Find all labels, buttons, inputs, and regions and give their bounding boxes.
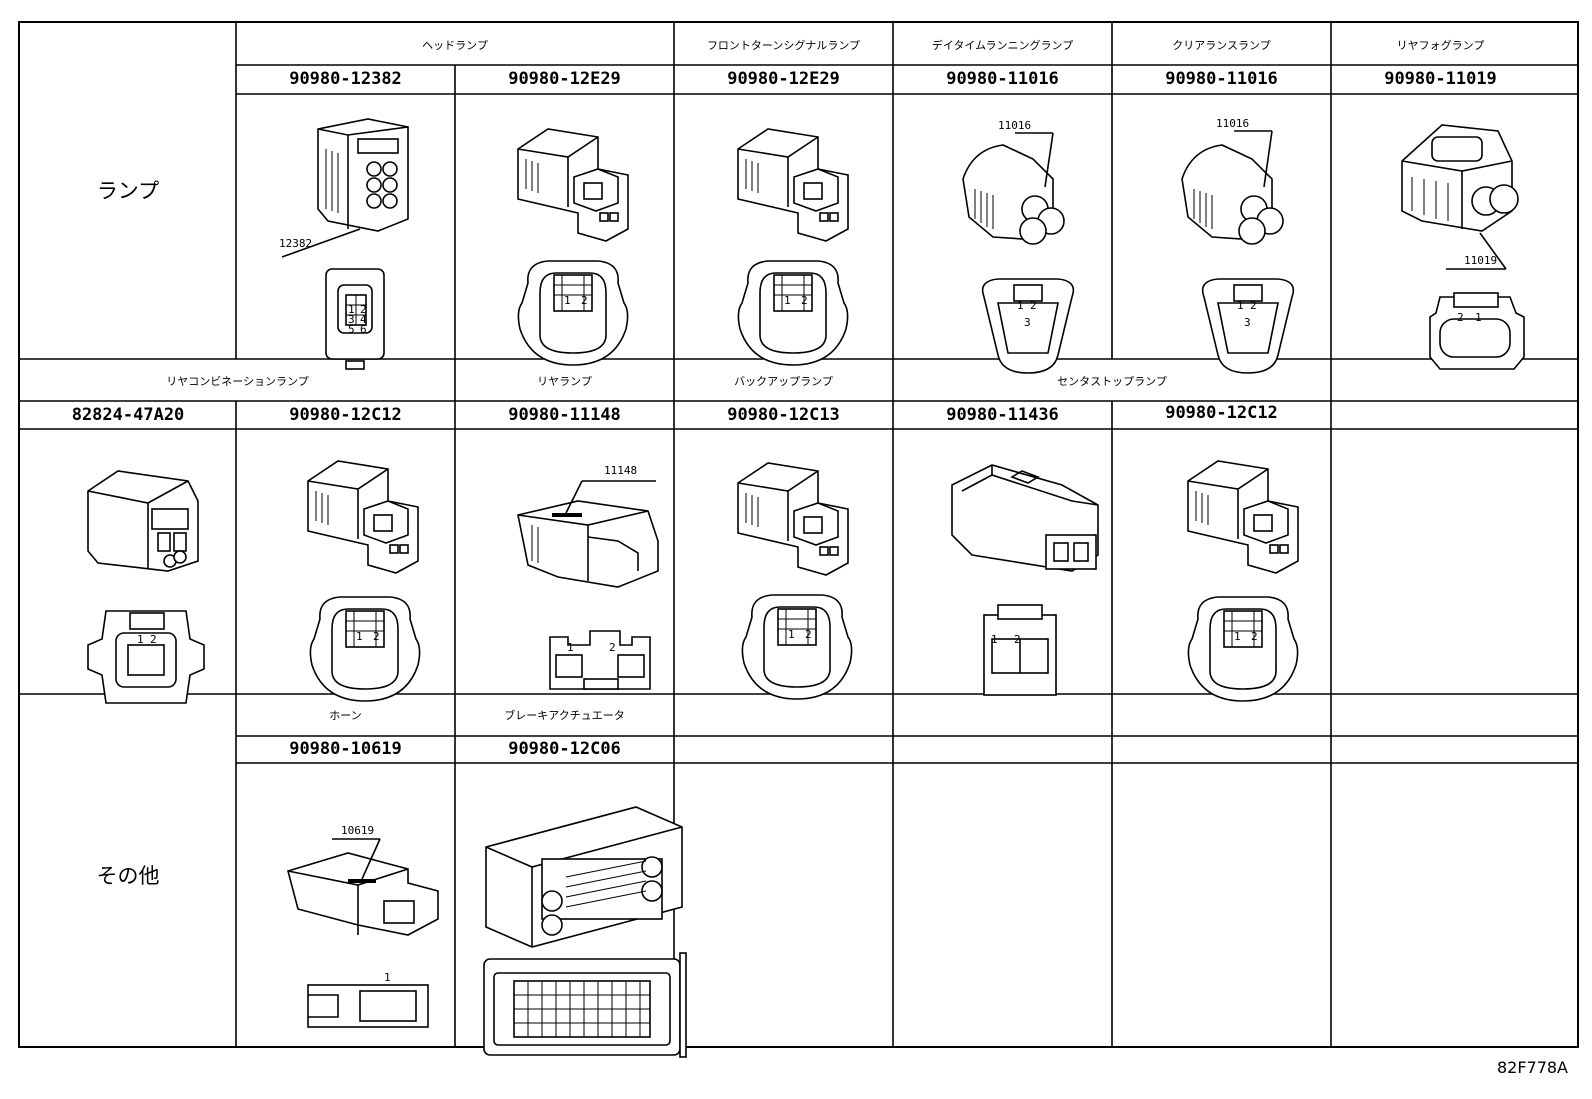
pin-label: 4: [360, 313, 367, 326]
callout-label: 11019: [1464, 254, 1497, 267]
callout-label: 10619: [341, 824, 374, 837]
category-clearance: クリアランスランプ: [1172, 39, 1271, 52]
category-rear-fog: リヤフォグランプ: [1396, 39, 1485, 52]
pin-label: 1: [1475, 311, 1482, 324]
connector-face-12E29: [517, 260, 629, 366]
connector-drawing-11016: [1181, 130, 1284, 245]
part-number: 90980-11019: [1384, 69, 1497, 89]
connector-face-12382: [325, 268, 385, 370]
part-number: 90980-10619: [289, 739, 402, 759]
part-number: 90980-11016: [1165, 69, 1278, 89]
category-backup-lamp: バックアップランプ: [734, 375, 833, 388]
category-daytime-running: デイタイムランニングランプ: [931, 39, 1074, 52]
connector-drawing-12C12: [1187, 460, 1299, 574]
callout-label: 11148: [604, 464, 637, 477]
pin-label: 1: [564, 294, 571, 307]
part-number: 90980-11436: [946, 405, 1059, 425]
connector-face-12E29: [737, 260, 849, 366]
pin-label: 1: [991, 633, 998, 646]
connector-face-11148: [549, 630, 651, 690]
pin-label: 1: [1017, 299, 1024, 312]
connector-face-12C13: [741, 594, 853, 700]
connector-drawing-82824-47A20: [87, 470, 199, 572]
connector-face-10619: [307, 984, 429, 1028]
pin-label: 6: [360, 323, 367, 336]
pin-label: 3: [348, 313, 355, 326]
pin-label: 3: [1024, 316, 1031, 329]
pin-label: 2: [581, 294, 588, 307]
connector-face-11016: [1201, 278, 1295, 374]
part-number: 90980-12E29: [727, 69, 840, 89]
callout-label: 12382: [279, 237, 312, 250]
connector-drawing-12382: [281, 118, 409, 258]
pin-label: 2: [801, 294, 808, 307]
row-label-other: その他: [96, 864, 160, 888]
part-number: 90980-11016: [946, 69, 1059, 89]
connector-drawing-12C12: [307, 460, 419, 574]
connector-drawing-12E29: [517, 128, 629, 242]
connector-drawing-11019: [1401, 124, 1519, 270]
part-number: 90980-12C12: [1165, 403, 1278, 423]
part-number: 90980-12C13: [727, 405, 840, 425]
pin-label: 1: [356, 630, 363, 643]
pin-label: 3: [1244, 316, 1251, 329]
pin-label: 1: [784, 294, 791, 307]
pin-label: 1: [567, 641, 574, 654]
pin-label: 2: [1030, 299, 1037, 312]
part-number: 90980-12C06: [508, 739, 621, 759]
pin-label: 2: [360, 303, 367, 316]
part-number: 90980-11148: [508, 405, 621, 425]
connector-face-12C12: [309, 596, 421, 702]
category-center-stop: センタストップランプ: [1057, 375, 1167, 388]
pin-label: 2: [609, 641, 616, 654]
callout-label: 11016: [998, 119, 1031, 132]
connector-face-82824-47A20: [87, 610, 205, 704]
category-rear-combination: リヤコンビネーションランプ: [166, 375, 309, 388]
category-headlamp: ヘッドランプ: [422, 39, 488, 52]
connector-drawing-11436: [951, 464, 1099, 572]
connector-drawing-12C06: [485, 806, 683, 948]
row-label-lamp: ランプ: [96, 179, 160, 203]
connector-drawing-12E29: [737, 128, 849, 242]
pin-label: 1: [384, 971, 391, 984]
pin-label: 2: [1250, 299, 1257, 312]
connector-face-11019: [1429, 292, 1525, 370]
pin-label: 1: [788, 628, 795, 641]
table-grid-and-drawings: 12382 11016: [20, 23, 1577, 1058]
pin-label: 2: [1251, 630, 1258, 643]
category-brake-actuator: ブレーキアクチュエータ: [504, 709, 625, 722]
pin-label: 2: [373, 630, 380, 643]
connector-face-12C12: [1187, 596, 1299, 702]
pin-label: 2: [805, 628, 812, 641]
category-rear-lamp: リヤランプ: [537, 375, 592, 388]
connector-drawing-10619: [287, 838, 439, 936]
pin-label: 1: [1234, 630, 1241, 643]
category-horn: ホーン: [329, 709, 362, 722]
connector-face-11436: [983, 604, 1057, 696]
pin-label: 5: [348, 323, 355, 336]
category-front-turn-signal: フロントターンシグナルランプ: [706, 39, 861, 52]
pin-label: 1: [348, 303, 355, 316]
pin-label: 2: [1457, 311, 1464, 324]
part-number: 90980-12E29: [508, 69, 621, 89]
pin-label: 1: [1237, 299, 1244, 312]
pin-label: 2: [1014, 633, 1021, 646]
connector-table: ランプ ヘッドランプ フロントターンシグナルランプ デイタイムランニングランプ …: [18, 21, 1579, 1058]
part-number: 90980-12382: [289, 69, 402, 89]
pin-label: 1: [137, 633, 144, 646]
connector-drawing-11148: [517, 480, 659, 588]
connector-face-11016: [981, 278, 1075, 374]
part-number: 90980-12C12: [289, 405, 402, 425]
part-number: 82824-47A20: [71, 405, 185, 425]
callout-label: 11016: [1216, 117, 1249, 130]
connector-face-12C06: [483, 952, 687, 1058]
pin-label: 2: [150, 633, 157, 646]
figure-code: 82F778A: [1496, 1058, 1568, 1077]
connector-drawing-12C13: [737, 462, 849, 576]
connector-drawing-11016: [962, 132, 1065, 245]
